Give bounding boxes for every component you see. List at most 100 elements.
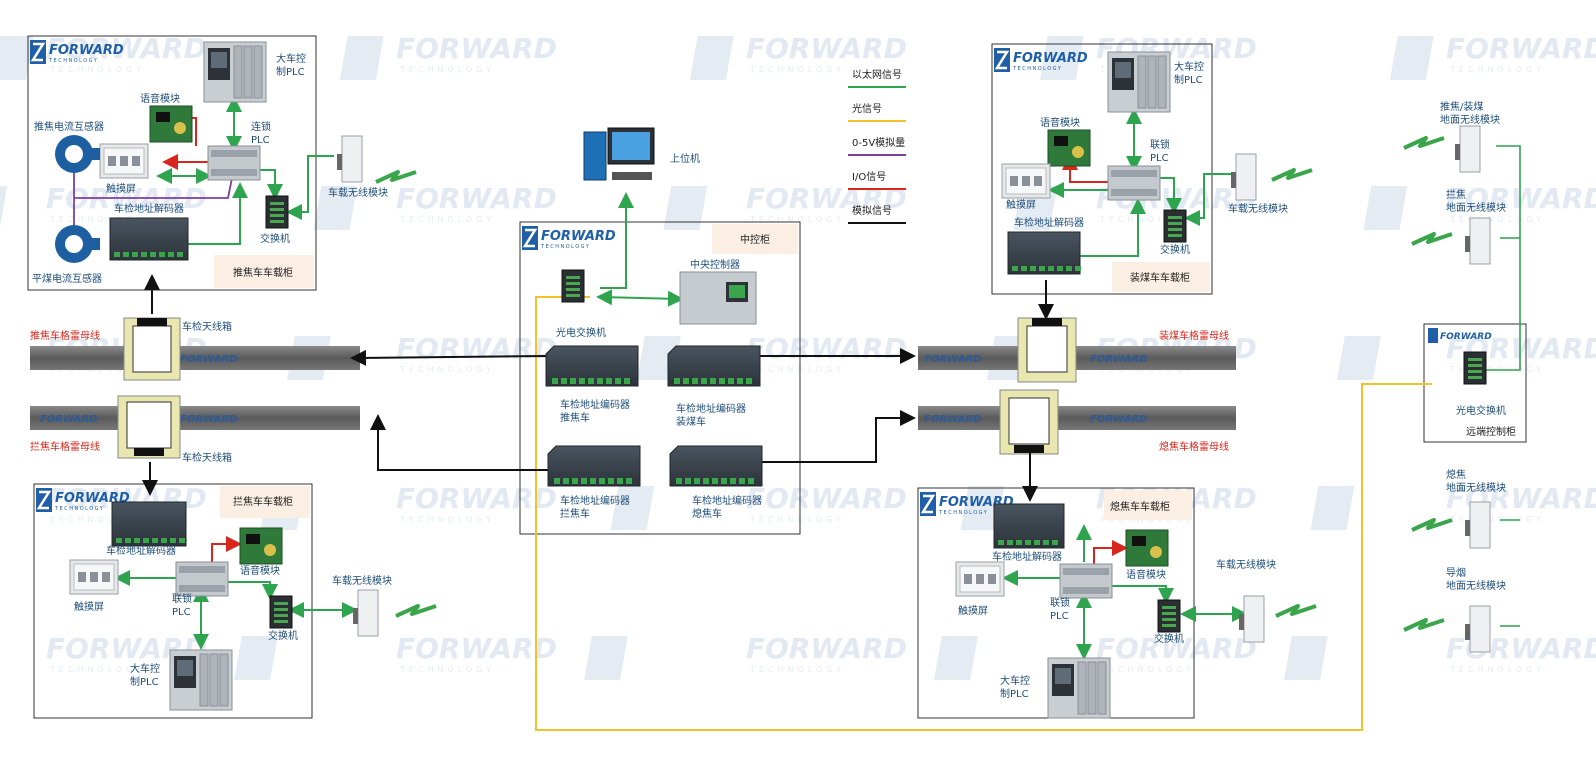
current-sensor-label: 推焦电流互感器 [34, 120, 104, 133]
switch-label: 交换机 [1160, 243, 1190, 256]
encoder-device [547, 445, 641, 487]
svg-text:TECHNOLOGY: TECHNOLOGY [749, 215, 845, 224]
svg-text:TECHNOLOGY: TECHNOLOGY [1012, 66, 1062, 72]
current-sensor-label: 平煤电流互感器 [32, 272, 102, 285]
svg-text:TECHNOLOGY: TECHNOLOGY [399, 215, 495, 224]
cabinet-lanjiao [33, 483, 313, 719]
svg-text:TECHNOLOGY: TECHNOLOGY [48, 58, 98, 64]
wireless-module-device [1239, 595, 1265, 643]
encoder-label: 车检地址编码器熄焦车 [692, 494, 762, 520]
touch-screen-device [99, 143, 149, 179]
wireless-signal-icon [1271, 168, 1313, 182]
svg-text:FORWARD: FORWARD [396, 32, 557, 65]
wireless-signal-icon [395, 604, 437, 618]
rail-brand: FORWARD [1090, 354, 1147, 365]
rail-brand: FORWARD [180, 414, 237, 425]
svg-text:TECHNOLOGY: TECHNOLOGY [749, 515, 845, 524]
wireless-module-device [1465, 217, 1491, 265]
rail-brand: FORWARD [924, 354, 981, 365]
wireless-signal-icon [1411, 232, 1453, 246]
rail-brand: FORWARD [180, 354, 237, 365]
voice-label: 语音模块 [140, 92, 180, 105]
legend-label: I/O信号 [852, 171, 886, 183]
rail-xijiao [918, 406, 1236, 430]
svg-text:TECHNOLOGY: TECHNOLOGY [1449, 515, 1545, 524]
voice-label: 语音模块 [240, 564, 280, 577]
title-tag [1112, 262, 1210, 292]
decoder-label: 车检地址解码器 [992, 550, 1062, 563]
svg-text:FORWARD: FORWARD [746, 182, 907, 215]
svg-text:FORWARD: FORWARD [396, 632, 557, 665]
host-computer-device [583, 127, 655, 181]
svg-text:TECHNOLOGY: TECHNOLOGY [399, 665, 495, 674]
cabinet-title: 推焦车车载柜 [233, 266, 293, 279]
touch-label: 触摸屏 [958, 604, 988, 617]
svg-text:FORWARD: FORWARD [541, 229, 616, 244]
svg-text:TECHNOLOGY: TECHNOLOGY [1449, 665, 1545, 674]
svg-text:FORWARD: FORWARD [746, 632, 907, 665]
plc-label: 大车控制PLC [130, 662, 160, 688]
wireless-module-device [1465, 501, 1491, 549]
svg-text:TECHNOLOGY: TECHNOLOGY [749, 365, 845, 374]
plc-device [203, 41, 267, 103]
wireless-label: 车载无线模块 [332, 574, 392, 587]
decoder-label: 车检地址解码器 [1014, 216, 1084, 229]
svg-text:FORWARD: FORWARD [396, 482, 557, 515]
ground-wireless-label: 拦焦地面无线模块 [1446, 188, 1506, 214]
cabinet-center [519, 221, 801, 535]
decoder-label: 车检地址解码器 [114, 202, 184, 215]
voice-module-device [1125, 529, 1169, 567]
switch-label: 光电交换机 [556, 326, 606, 339]
rail-tuijiao [30, 346, 360, 370]
rail-brand: FORWARD [924, 414, 981, 425]
svg-text:TECHNOLOGY: TECHNOLOGY [938, 510, 988, 516]
svg-text:FORWARD: FORWARD [1446, 182, 1596, 215]
plc-label: 大车控制PLC [276, 52, 306, 78]
svg-text:TECHNOLOGY: TECHNOLOGY [49, 665, 145, 674]
svg-text:FORWARD: FORWARD [1096, 632, 1257, 665]
decoder-device [993, 503, 1065, 549]
wireless-module-device [1455, 125, 1481, 173]
svg-text:TECHNOLOGY: TECHNOLOGY [749, 65, 845, 74]
encoder-device [667, 345, 761, 387]
encoder-label: 车检地址编码器拦焦车 [560, 494, 630, 520]
legend-label: 以太网信号 [852, 68, 902, 81]
voice-label: 语音模块 [1040, 116, 1080, 129]
svg-text:TECHNOLOGY: TECHNOLOGY [1449, 65, 1545, 74]
switch-device [265, 195, 289, 229]
rail-brand: FORWARD [40, 414, 97, 425]
ground-wireless-label: 熄焦地面无线模块 [1446, 468, 1506, 494]
svg-text:TECHNOLOGY: TECHNOLOGY [540, 244, 590, 250]
connections [73, 96, 1521, 731]
svg-text:FORWARD: FORWARD [746, 332, 907, 365]
touch-screen-device [955, 561, 1005, 597]
encoder-label: 车检地址编码器推焦车 [560, 398, 630, 424]
wireless-signal-icon [375, 170, 417, 184]
title-tag [712, 224, 798, 254]
rail-zhuangmei [918, 346, 1236, 370]
svg-text:TECHNOLOGY: TECHNOLOGY [1099, 665, 1195, 674]
forward-logo: FORWARD [1428, 328, 1492, 343]
encoder-device [669, 445, 763, 487]
touch-screen-device [1001, 163, 1051, 199]
antenna-label: 车检天线箱 [182, 451, 232, 464]
decoder-label: 车检地址解码器 [106, 544, 176, 557]
svg-text:FORWARD: FORWARD [1013, 51, 1088, 66]
svg-text:TECHNOLOGY: TECHNOLOGY [1449, 215, 1545, 224]
svg-text:FORWARD: FORWARD [746, 482, 907, 515]
